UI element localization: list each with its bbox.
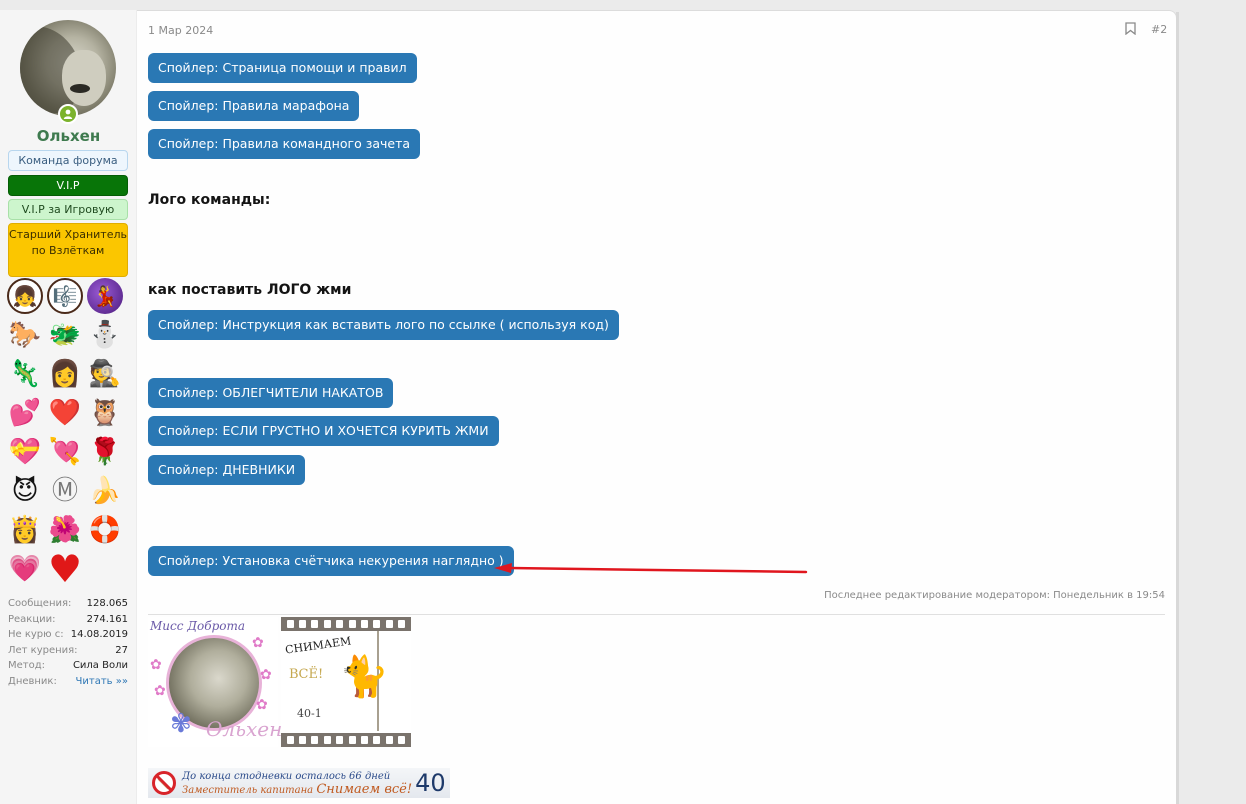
stat-diary: Дневник:Читать »» (8, 674, 128, 690)
lace-heart-icon[interactable]: 💗 (8, 554, 42, 584)
signature-name: Ольхен (206, 717, 283, 741)
badge-forum-team: Команда форума (8, 150, 128, 171)
stat-messages: Сообщения:128.065 (8, 598, 128, 609)
user-avatar[interactable] (20, 20, 116, 116)
spoiler-craving-relief[interactable]: Спойлер: ОБЛЕГЧИТЕЛИ НАКАТОВ (148, 378, 394, 408)
letter-m-icon[interactable]: Ⓜ (51, 476, 78, 506)
rose-icon[interactable]: 🌹 (88, 437, 122, 467)
arrow-heart-icon[interactable]: 💘 (48, 437, 82, 467)
flower-icon: ✿ (256, 697, 268, 713)
princess-icon[interactable]: 👸 (8, 515, 42, 545)
banner-team: Снимаем всё! (316, 781, 413, 797)
badge-senior-keeper: Старший Хранитель по Взлёткам (8, 223, 128, 277)
heading-team-logo: Лого команды: (148, 192, 271, 208)
music-note-icon[interactable]: 🎼 (47, 278, 83, 314)
red-annotation-arrow-icon (494, 563, 808, 574)
banana-icon[interactable]: 🍌 (88, 476, 122, 506)
flower-icon: ✿ (154, 683, 166, 699)
user-sidebar: Ольхен Команда форума V.I.P V.I.P за Игр… (0, 10, 137, 804)
golden-heart-icon[interactable]: 💝 (8, 437, 42, 467)
team-code: 40-1 (297, 707, 322, 720)
spoiler-logo-instructions[interactable]: Спойлер: Инструкция как вставить лого по… (148, 310, 619, 340)
two-hearts-icon[interactable]: 💕 (8, 398, 42, 428)
snowman-icon[interactable]: ⛄ (88, 320, 122, 350)
signature-title: Мисс Доброта (150, 619, 246, 633)
spoiler-counter-setup[interactable]: Спойлер: Установка счётчика некурения на… (148, 546, 514, 576)
red-heart-icon[interactable]: ♥ (47, 547, 83, 591)
signature-portrait (166, 635, 262, 731)
badge-vip: V.I.P (8, 175, 128, 196)
team-name-line2: ВСЁ! (289, 667, 324, 682)
spoiler-if-sad[interactable]: Спойлер: ЕСЛИ ГРУСТНО И ХОЧЕТСЯ КУРИТЬ Ж… (148, 416, 499, 446)
post-shadow (1176, 12, 1179, 804)
heading-how-to-logo: как поставить ЛОГО жми (148, 282, 352, 298)
flower-icon: ✿ (260, 667, 272, 683)
spoiler-team-rules[interactable]: Спойлер: Правила командного зачета (148, 129, 421, 159)
banner-days-left: До конца стодневки осталось 66 дней (182, 770, 391, 782)
dragon-santa-icon[interactable]: 🐲 (48, 320, 82, 350)
pole-dancer-icon[interactable]: 💃 (87, 278, 123, 314)
horse-icon[interactable]: 🐎 (8, 320, 42, 350)
signature-card-miss-kindness: ✿ ✿ ✿ ✿ ✿ ✾ Мисс Доброта Ольхен (148, 617, 282, 747)
pole (377, 631, 379, 731)
diary-link[interactable]: Читать »» (75, 675, 128, 687)
post-number-link[interactable]: #2 (1151, 23, 1168, 36)
stat-reactions: Реакции:274.161 (8, 613, 128, 625)
dragon-hearts-icon[interactable]: 🦎 (8, 359, 42, 389)
badge-vip-game: V.I.P за Игровую (8, 199, 128, 220)
flower-icon: ✿ (150, 657, 162, 673)
banner-role: Заместитель капитана (182, 784, 314, 796)
stat-smoking-years: Лет курения:27 (8, 644, 128, 656)
no-smoking-icon (152, 771, 176, 795)
cartoon-girl-icon[interactable]: 👧 (7, 278, 43, 314)
film-strip-top (281, 617, 411, 631)
lifebuoy-icon[interactable]: 🛟 (88, 515, 122, 545)
owl-icon[interactable]: 🦉 (88, 398, 122, 428)
top-bar (0, 0, 1246, 10)
banner-number: 40 (415, 769, 446, 797)
signature-card-team: 🐈 СНИМАЕМ ВСЁ! 40-1 (281, 617, 411, 747)
signature-divider (148, 614, 1165, 615)
user-stats: Сообщения:128.065 Реакции:274.161 Не кур… (8, 596, 128, 689)
devil-girl-icon[interactable]: 😈 (11, 476, 39, 506)
post-date[interactable]: 1 Мар 2024 (148, 24, 214, 37)
blue-flower-icon: ✾ (170, 709, 192, 739)
dancing-cat-icon: 🐈 (339, 654, 389, 700)
countdown-banner[interactable]: До конца стодневки осталось 66 дней Заме… (148, 768, 450, 798)
woman-portrait-icon[interactable]: 👩 (48, 359, 82, 389)
spoiler-marathon-rules[interactable]: Спойлер: Правила марафона (148, 91, 360, 121)
spoiler-help-rules[interactable]: Спойлер: Страница помощи и правил (148, 53, 417, 83)
awards-grid: 👧 🎼 💃 🐎 🐲 ⛄ 🦎 👩 🕵 💕 ❤️ 🦉 💝 💘 🌹 😈 Ⓜ 🍌 👸 🌺… (7, 278, 127, 590)
username[interactable]: Ольхен (36, 127, 101, 145)
flower-icon: ✿ (252, 635, 264, 651)
stat-method: Метод:Сила Воли (8, 660, 128, 671)
man-hat-icon[interactable]: 🕵 (88, 359, 122, 389)
film-strip-bottom (281, 733, 411, 747)
last-edit-note: Последнее редактирование модератором: По… (824, 590, 1165, 601)
online-status-icon (58, 104, 78, 124)
spoiler-diaries[interactable]: Спойлер: ДНЕВНИКИ (148, 455, 306, 485)
stat-quit-date: Не курю с:14.08.2019 (8, 629, 128, 640)
bookmark-icon[interactable] (1125, 22, 1136, 35)
ruby-heart-icon[interactable]: ❤️ (48, 398, 82, 428)
gold-roses-icon[interactable]: 🌺 (48, 515, 82, 545)
